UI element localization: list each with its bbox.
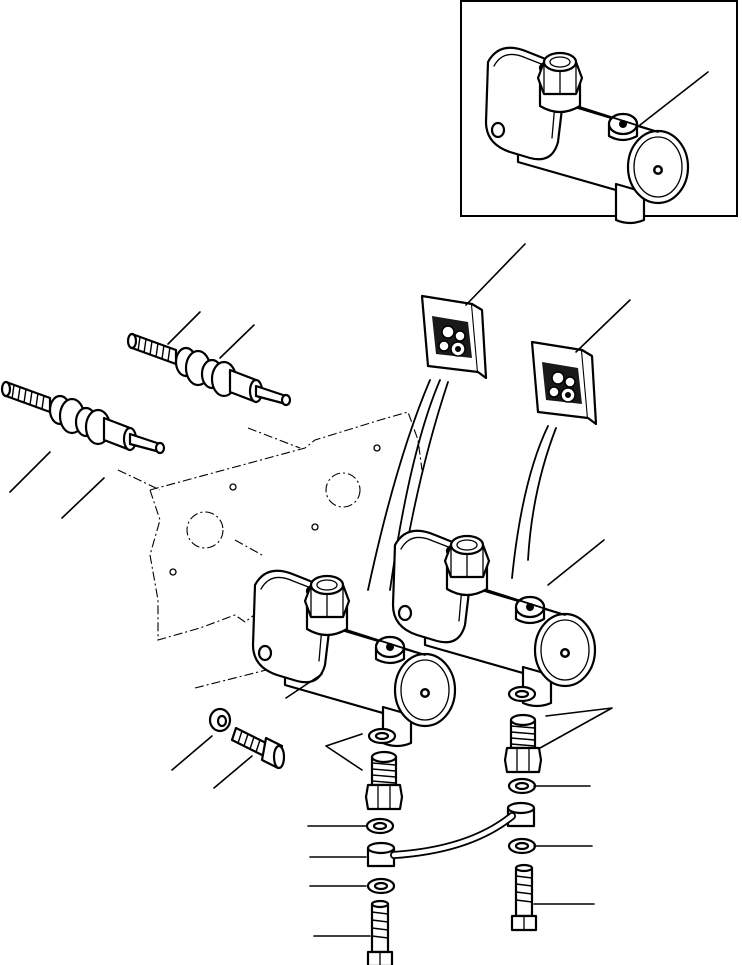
kit-guide-3 [367, 379, 431, 591]
sealing-washer-left-top [367, 727, 397, 745]
plate-hole-2 [325, 472, 361, 508]
sealing-washer-right-2 [507, 837, 537, 855]
align-line-2 [247, 427, 301, 449]
banjo-bolt-left [366, 899, 394, 965]
push-rod-lower [0, 380, 166, 455]
banjo-pipe [390, 812, 516, 859]
kit-guide-5 [527, 427, 557, 561]
sealing-washer-right-1 [507, 777, 537, 795]
seal-kit-right [530, 340, 598, 426]
sealing-washer-right-top [507, 685, 537, 703]
banjo-bolt-right [510, 863, 538, 932]
plate-stud-2 [373, 444, 381, 452]
align-line-4 [234, 539, 263, 556]
kit-guide-4 [511, 425, 549, 579]
union-fitting-left [364, 750, 404, 811]
plate-hole-1 [186, 511, 224, 549]
sealing-washer-left-2 [366, 877, 396, 895]
plate-stud-1 [229, 483, 237, 491]
seal-kit-left [420, 294, 488, 380]
sealing-washer-left-1 [365, 817, 395, 835]
plate-stud-4 [169, 568, 177, 576]
plate-stud-3 [311, 523, 319, 531]
mounting-plate-outline [149, 411, 423, 641]
inset-leader [639, 71, 709, 126]
union-fitting-right [503, 713, 543, 774]
banjo-eye-left [366, 841, 396, 868]
mounting-bolt [230, 726, 286, 770]
push-rod-upper [126, 332, 292, 407]
mounting-washer [208, 707, 232, 733]
callout-leaders [9, 243, 631, 937]
align-line-1 [117, 469, 161, 491]
